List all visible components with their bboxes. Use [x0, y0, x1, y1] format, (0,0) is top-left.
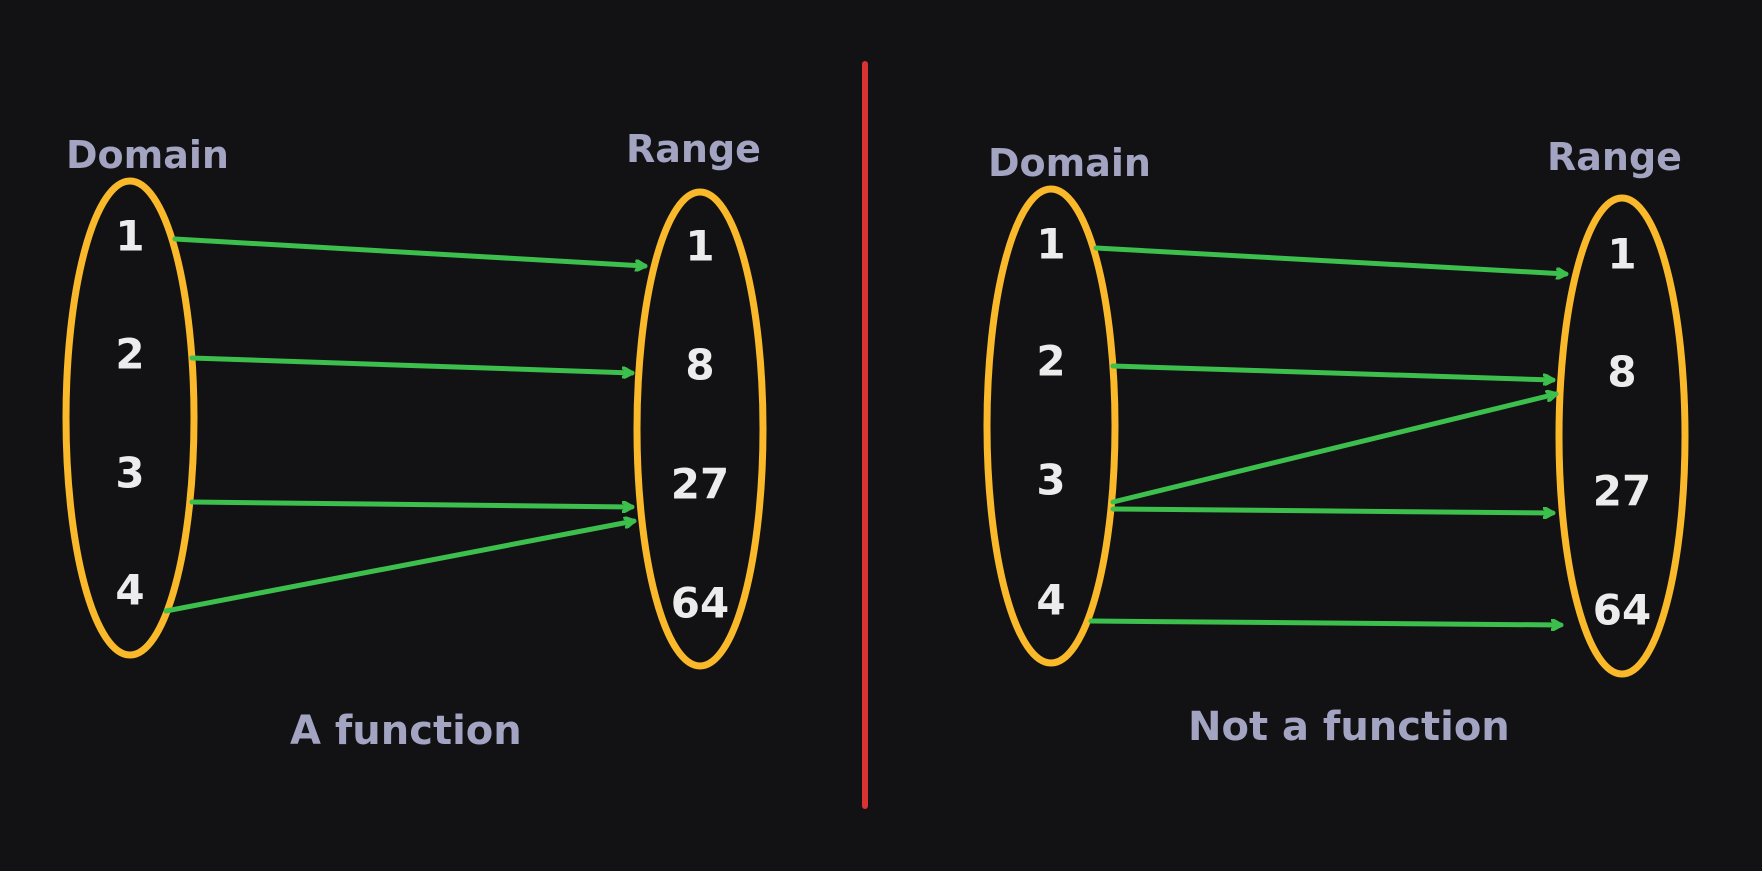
right-range-element: 8 [1607, 348, 1636, 397]
left-domain-label: Domain [66, 133, 229, 177]
right-mapping-arrow [1110, 506, 1556, 513]
right-domain-element: 1 [1036, 220, 1065, 269]
left-domain-element: 4 [115, 566, 144, 615]
left-domain-elements: 1 2 3 4 [115, 212, 144, 615]
right-domain-label: Domain [988, 141, 1151, 185]
right-mapping-arrow [1088, 618, 1564, 625]
left-domain-set [62, 177, 198, 659]
right-range-label: Range [1547, 135, 1682, 179]
right-mapping-arrow [1110, 363, 1556, 380]
left-caption: A function [290, 708, 522, 754]
right-domain-element: 2 [1036, 337, 1065, 386]
right-domain-elements: 1 2 3 4 [1036, 220, 1065, 625]
right-caption: Not a function [1188, 704, 1510, 750]
right-range-elements: 1 8 27 64 [1593, 230, 1651, 635]
left-domain-element: 1 [115, 212, 144, 261]
left-panel: Domain Range 1 2 3 4 1 8 27 64 A function [62, 127, 767, 754]
left-mapping-arrow [189, 499, 635, 507]
right-domain-element: 4 [1036, 576, 1065, 625]
right-range-element: 64 [1593, 586, 1651, 635]
right-domain-set [983, 185, 1119, 667]
right-domain-element: 3 [1036, 456, 1065, 505]
right-range-element: 1 [1607, 230, 1636, 279]
left-range-element: 27 [671, 460, 729, 509]
left-mapping-arrows [163, 236, 648, 614]
right-mapping-arrow [1110, 394, 1559, 505]
left-range-elements: 1 8 27 64 [671, 222, 729, 628]
right-mapping-arrows [1088, 245, 1569, 625]
left-range-element: 1 [685, 222, 714, 271]
left-mapping-arrow [189, 355, 635, 373]
right-mapping-arrow [1093, 245, 1569, 274]
left-domain-element: 2 [115, 330, 144, 379]
left-range-element: 64 [671, 579, 729, 628]
left-range-set [633, 188, 767, 670]
right-panel: Domain Range 1 2 3 4 1 8 27 64 Not a function [983, 135, 1689, 750]
left-range-element: 8 [685, 341, 714, 390]
left-range-label: Range [626, 127, 761, 171]
right-range-element: 27 [1593, 467, 1651, 516]
left-mapping-arrow [163, 521, 637, 614]
left-domain-element: 3 [115, 449, 144, 498]
right-range-set [1555, 194, 1689, 678]
left-mapping-arrow [172, 236, 648, 266]
